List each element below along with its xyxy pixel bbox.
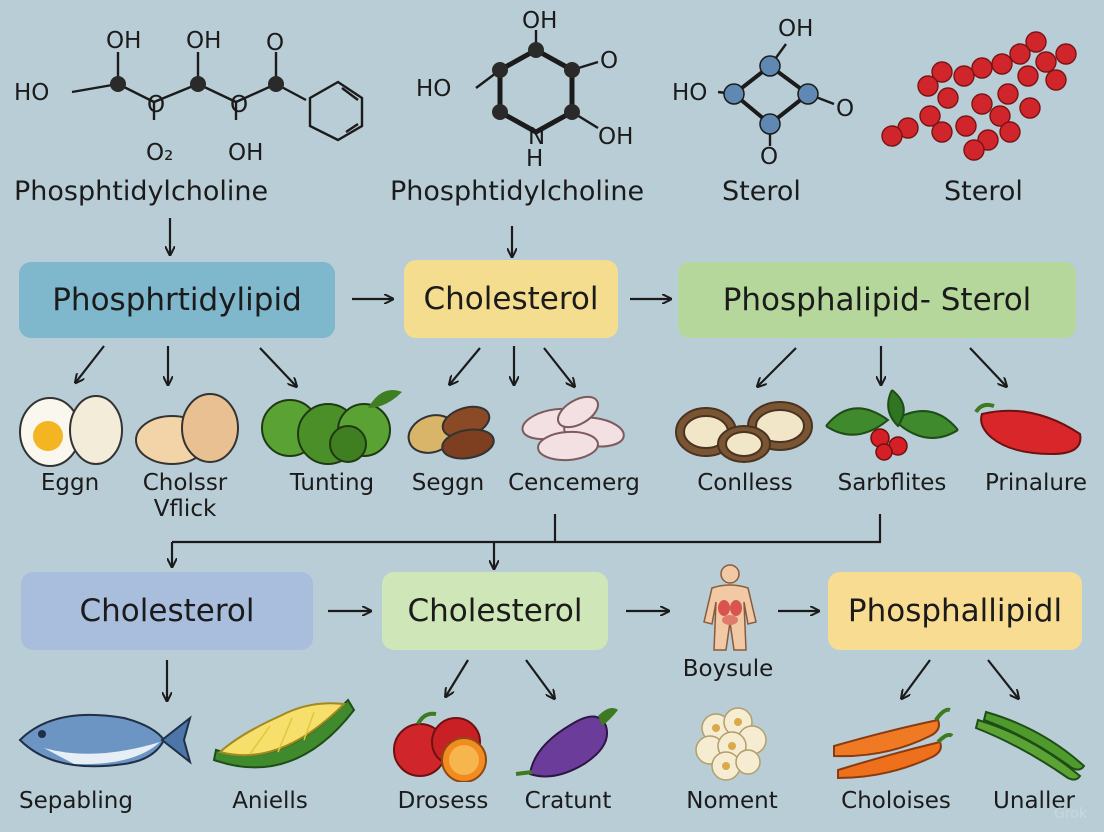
box-label: Cholesterol: [407, 593, 583, 629]
food-label: Tunting: [289, 470, 375, 496]
arrow-c2-r: [525, 659, 554, 698]
phospholipid-sterol-box: Phosphalipid- Sterol: [678, 262, 1076, 338]
arrow-b3-l: [758, 347, 797, 386]
atom-label: OH: [228, 140, 264, 166]
human-body-icon: [703, 564, 757, 651]
food-label: Conlless: [697, 470, 793, 496]
atom-label: O: [266, 30, 285, 56]
atom-label: O: [147, 92, 166, 118]
atom-label: HO: [672, 80, 708, 106]
cauliflower-icon: [695, 707, 767, 781]
arrow-c2-l: [446, 659, 469, 696]
olive-icon: [261, 390, 402, 465]
box-label: Phosphallipidl: [847, 593, 1063, 629]
molecule-2-structure: [475, 30, 599, 135]
food-label: Noment: [686, 788, 778, 814]
box-label: Cholesterol: [79, 593, 255, 629]
atom-label: OH: [106, 28, 142, 54]
arrow-b2-r: [543, 347, 574, 386]
atom-label: OH: [186, 28, 222, 54]
cholesterol-box-2: Cholesterol: [21, 572, 313, 650]
molecule-2-label: Phosphtidylcholine: [390, 176, 645, 207]
food-label: Cencemerg: [508, 470, 640, 496]
molecule-4-label: Sterol: [944, 176, 1023, 207]
watermark: Grok: [1054, 806, 1087, 822]
arrow-b2-l: [450, 347, 481, 384]
molecule-3-structure: [717, 43, 835, 146]
arrow-b3-r: [969, 347, 1006, 386]
atom-label: HO: [14, 80, 50, 106]
eggplant-icon: [515, 708, 618, 778]
atom-label: O: [230, 92, 249, 118]
atom-label: H: [526, 146, 544, 172]
box-label: Phosphrtidylipid: [52, 282, 302, 318]
egg-whole-icon: [135, 393, 239, 465]
berry-leaf-icon: [825, 389, 959, 461]
molecule-3-label: Sterol: [722, 176, 801, 207]
atom-label: O: [836, 96, 855, 122]
arrow-p-l: [902, 659, 931, 698]
lemon-slice-icon: [212, 698, 356, 769]
atom-label: OH: [778, 16, 814, 42]
food-label: Choloises: [841, 788, 951, 814]
atom-label: OH: [598, 124, 634, 150]
red-bead-chain-icon: [881, 31, 1077, 161]
nut-icon: [407, 405, 495, 460]
arrow-b1-r: [259, 347, 296, 386]
atom-label: HO: [416, 76, 452, 102]
cholesterol-box-3: Cholesterol: [382, 572, 608, 650]
molecule-1-structure: [71, 52, 364, 142]
egg-icon: [19, 395, 123, 467]
arrow-b1-l: [76, 345, 105, 382]
food-label: Sarbflites: [837, 470, 947, 496]
food-label: Aniells: [232, 788, 308, 814]
seed-icon: [521, 395, 625, 462]
molecule-1-label: Phosphtidylcholine: [14, 176, 269, 207]
body-label: Boysule: [682, 656, 774, 682]
cholesterol-box: Cholesterol: [404, 260, 618, 338]
atom-label: OH: [522, 8, 558, 34]
food-label: Seggn: [411, 470, 485, 496]
food-label: Cholssr Vflick: [142, 470, 228, 522]
fish-icon: [18, 713, 192, 768]
food-label: Cratunt: [524, 788, 612, 814]
food-label: Unaller: [993, 788, 1075, 814]
atom-label: O: [600, 48, 619, 74]
box-label: Phosphalipid- Sterol: [722, 282, 1032, 318]
food-label: Eggn: [40, 470, 100, 496]
atom-label: N: [528, 124, 546, 150]
red-pepper-icon: [974, 402, 1082, 456]
merge-line: [172, 514, 882, 544]
food-label: Drosess: [397, 788, 489, 814]
arrow-p-r: [987, 659, 1018, 698]
food-label: Sepabling: [18, 788, 133, 814]
atom-label: O: [760, 144, 779, 170]
box-label: Cholesterol: [423, 281, 599, 317]
atom-label: O₂: [146, 140, 174, 166]
food-label: Prinalure: [984, 470, 1088, 496]
phosphatidylipid-box: Phosphrtidylipid: [19, 262, 335, 338]
green-bean-icon: [974, 710, 1086, 781]
phospholipid-box: Phosphallipidl: [828, 572, 1082, 650]
carrot-icon: [833, 707, 954, 780]
apple-icon: [393, 711, 487, 782]
nut-slice-icon: [675, 401, 813, 463]
